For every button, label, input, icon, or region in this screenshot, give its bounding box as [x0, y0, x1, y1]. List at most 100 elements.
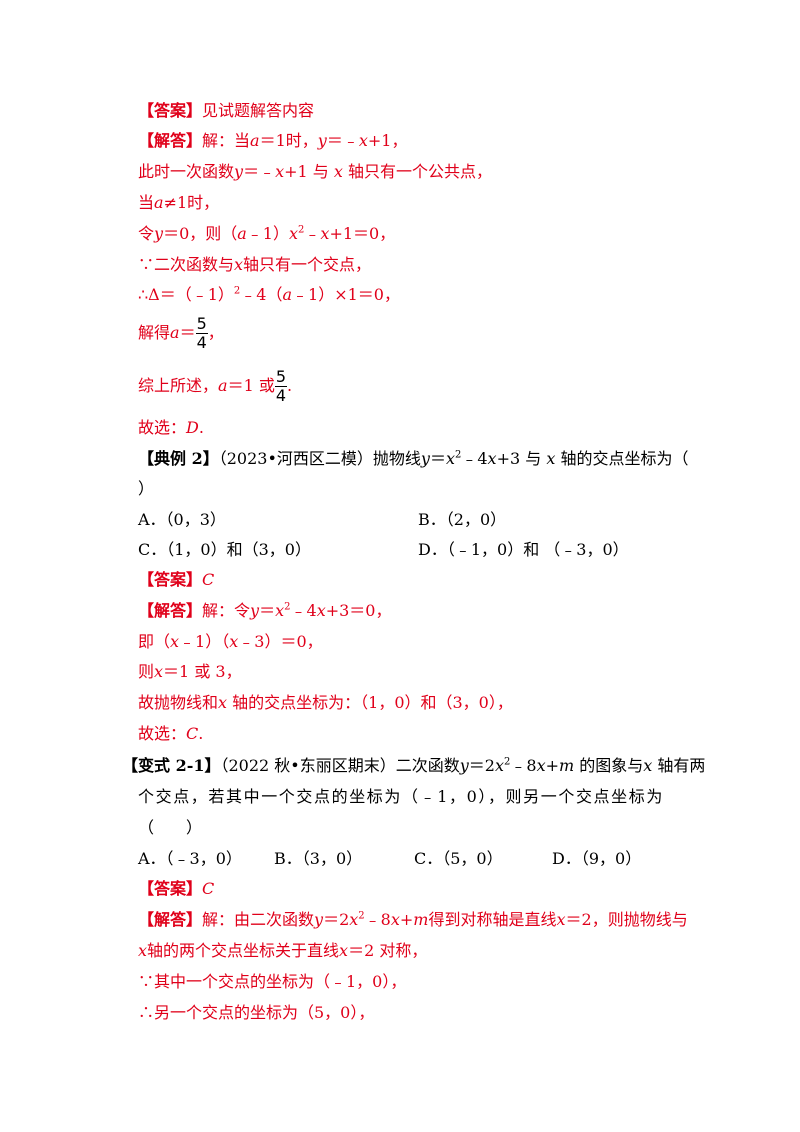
var: x: [349, 910, 359, 929]
text: 解：当: [202, 131, 251, 150]
text: .: [198, 724, 204, 743]
denominator: 4: [275, 386, 287, 405]
text: ﹣: [304, 224, 321, 243]
text: 解：由二次函数: [202, 910, 315, 929]
text: ﹣1）（: [179, 632, 230, 651]
solution-line-5: ∵二次函数与x轴只有一个交点，: [138, 255, 371, 275]
numerator: 5: [274, 367, 288, 387]
answer-line-1: 【答案】见试题解答内容: [138, 101, 314, 121]
text: （2022 秋•东丽区期末）二次函数: [220, 756, 460, 775]
superscript: 2: [233, 285, 241, 297]
answer-choice: C: [202, 879, 215, 898]
var: y: [250, 601, 260, 620]
var: x: [390, 910, 400, 929]
text: +3 与: [496, 449, 542, 468]
text: 此时一次函数: [138, 162, 235, 181]
text: ﹣1）: [246, 224, 289, 243]
text: ＝2: [323, 910, 350, 929]
text: ∴Δ＝（﹣1）: [138, 285, 234, 304]
text: ﹣1）×1＝0，: [292, 285, 400, 304]
text: 轴有两: [657, 756, 706, 775]
variant21-solution-2: x轴的两个交点坐标关于直线x＝2 对称，: [138, 941, 427, 961]
var: x: [275, 162, 285, 181]
var: m: [559, 756, 575, 775]
variant21-option-b: B．（3，0）: [274, 849, 363, 868]
answer-choice: C: [202, 570, 215, 589]
text: 故选：: [138, 418, 187, 437]
var: y: [314, 910, 324, 929]
var: x: [154, 662, 164, 681]
text: ＝﹣: [243, 162, 276, 181]
var: x: [229, 632, 239, 651]
text: +1 与: [284, 162, 329, 181]
variant21-option-a: A．（﹣3，0）: [138, 849, 242, 868]
text: ＝2: [468, 756, 495, 775]
choice: D: [186, 418, 199, 437]
text: 轴只有一个交点，: [243, 255, 372, 274]
text: ﹣8: [364, 910, 391, 929]
text: 轴的交点坐标为：（1，0）和（3，0），: [232, 693, 513, 712]
var: x: [339, 941, 349, 960]
variant-tag: 【变式 2-1】: [122, 756, 221, 775]
text: ﹣4: [290, 601, 317, 620]
variant21-solution-4: ∴另一个交点的坐标为（5，0），: [138, 1003, 375, 1022]
example-tag: 【典例 2】: [138, 449, 219, 468]
text: 得到对称轴是直线: [428, 910, 557, 929]
variant21-solution-3: ∵其中一个交点的坐标为（﹣1，0），: [138, 972, 407, 991]
text: +1＝0，: [329, 224, 396, 243]
text: ≠1时，: [163, 193, 220, 212]
solution-line-2: 此时一次函数y＝﹣x+1 与 x 轴只有一个公共点，: [138, 162, 492, 182]
superscript: 2: [504, 756, 511, 768]
text: 轴的两个交点坐标关于直线: [147, 941, 340, 960]
variant21-option-d: D．（9，0）: [552, 849, 642, 868]
text: 故选：: [138, 724, 187, 743]
text: （2023•河西区二模）抛物线: [218, 449, 421, 468]
example2-option-a: A．（0，3）: [138, 510, 226, 529]
var: y: [317, 131, 327, 150]
variant21-question-3: （ ）: [138, 818, 203, 837]
variant21-solution-1: 【解答】解：由二次函数y＝2x2﹣8x+m得到对称轴是直线x＝2，则抛物线与: [138, 910, 688, 930]
var: a: [282, 285, 293, 304]
text: .: [198, 418, 204, 437]
var: x: [320, 224, 330, 243]
var: x: [275, 601, 285, 620]
solution-line-6: ∴Δ＝（﹣1）2﹣4（a﹣1）×1＝0，: [138, 285, 400, 305]
variant21-option-c: C．（5，0）: [414, 849, 503, 868]
example2-solution-3: 则x＝1 或 3，: [138, 662, 242, 682]
text: ＝﹣: [326, 131, 359, 150]
var: a: [250, 131, 260, 150]
solution-line-1: 【解答】解：当a＝1时，y＝﹣x+1，: [138, 131, 407, 151]
var: y: [154, 224, 164, 243]
text: ＝2，则抛物线与: [565, 910, 688, 929]
text: 即（: [138, 632, 171, 651]
text: 解得: [138, 323, 171, 342]
solution-line-9: 故选：D.: [138, 418, 204, 438]
text: 轴的交点坐标为（: [560, 449, 689, 468]
text: ）: [138, 479, 155, 498]
text: +1，: [367, 131, 408, 150]
text: ＝: [429, 449, 446, 468]
variant21-answer: 【答案】C: [138, 879, 214, 899]
text: ＝1时，: [259, 131, 318, 150]
text: ﹣8: [510, 756, 537, 775]
var: a: [154, 193, 164, 212]
choice: C: [186, 724, 199, 743]
example2-solution-5: 故选：C.: [138, 724, 203, 744]
var: x: [316, 601, 326, 620]
var: x: [536, 756, 546, 775]
text: ＝1 或: [227, 376, 275, 395]
numerator: 5: [195, 314, 208, 334]
var: a: [237, 224, 247, 243]
superscript: 2: [454, 449, 462, 461]
example2-option-d: D．（﹣1，0）和 （﹣3，0）: [418, 540, 629, 559]
variant21-question-1: 【变式 2-1】（2022 秋•东丽区期末）二次函数y＝2x2﹣8x+m 的图象…: [122, 756, 705, 776]
text: ＝1 或 3，: [163, 662, 242, 681]
text: 故抛物线和: [138, 693, 219, 712]
text: 的图象与: [579, 756, 644, 775]
text: +: [399, 910, 414, 929]
superscript: 2: [298, 224, 305, 236]
var: y: [234, 162, 244, 181]
answer-tag: 【答案】: [138, 879, 203, 898]
